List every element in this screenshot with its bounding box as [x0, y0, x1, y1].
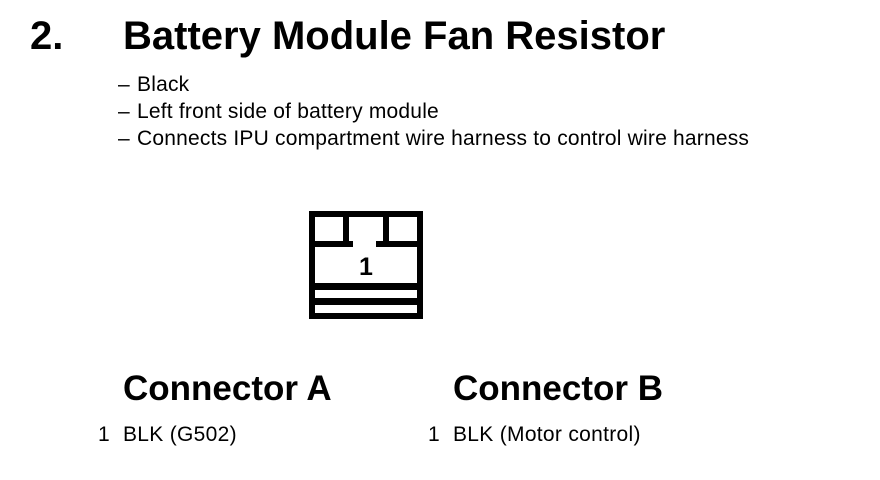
bullet-text: Left front side of battery module — [137, 100, 439, 123]
item-number: 2. — [30, 14, 64, 58]
lower-rib-icon — [312, 283, 420, 290]
bullet-text: Black — [137, 73, 190, 96]
left-cavity-wall-icon — [343, 211, 349, 247]
bullet-text: Connects IPU compartment wire harness to… — [137, 127, 750, 150]
cavity-number: 1 — [359, 253, 373, 281]
pin-number: 1 — [98, 423, 110, 446]
right-cavity-floor-icon — [376, 241, 423, 247]
bullet-dash: – — [118, 73, 130, 96]
connector-a-heading: Connector A — [123, 369, 332, 408]
right-cavity-wall-icon — [383, 211, 389, 247]
page-title: Battery Module Fan Resistor — [123, 14, 666, 58]
bullet-list: – Black – Left front side of battery mod… — [118, 71, 749, 152]
pin-row: 1 BLK (G502) — [98, 424, 237, 445]
pin-row: 1 BLK (Motor control) — [428, 424, 641, 445]
bullet-item: – Black — [118, 71, 749, 98]
connector-face-diagram: 1 — [309, 211, 423, 319]
bullet-dash: – — [118, 100, 130, 123]
bullet-item: – Connects IPU compartment wire harness … — [118, 125, 749, 152]
pin-wire-label: BLK (G502) — [123, 423, 237, 446]
left-cavity-floor-icon — [309, 241, 353, 247]
pin-number: 1 — [428, 423, 440, 446]
connector-b-heading: Connector B — [453, 369, 663, 408]
bullet-item: – Left front side of battery module — [118, 98, 749, 125]
bullet-dash: – — [118, 127, 130, 150]
pin-wire-label: BLK (Motor control) — [453, 423, 641, 446]
lower-rib-icon — [312, 298, 420, 305]
